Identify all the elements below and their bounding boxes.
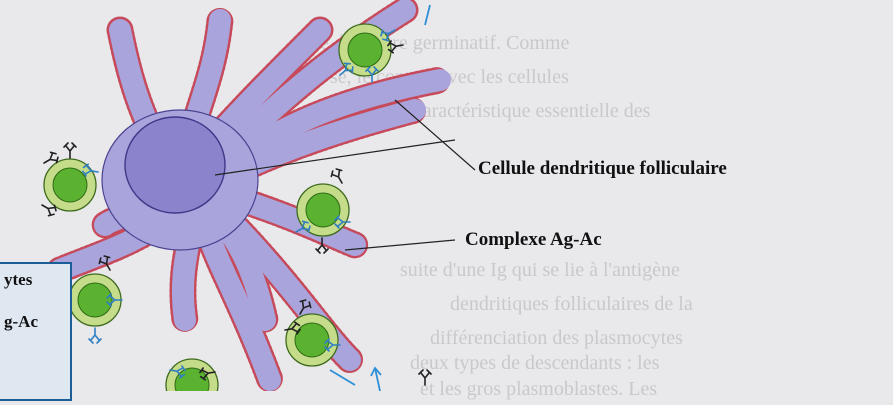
fdc-cell-body <box>102 110 258 250</box>
fdc-nucleus <box>125 117 225 213</box>
lymphocyte <box>339 24 391 76</box>
lymphocyte <box>166 359 218 391</box>
fdc-leader-line <box>395 100 475 170</box>
legend-box: ytes g-Ac <box>0 262 72 401</box>
fdc-diagram <box>0 0 893 391</box>
legend-box-line1: ytes <box>4 270 32 290</box>
arrow <box>371 368 381 391</box>
fdc-label: Cellule dendritique folliculaire <box>478 158 727 180</box>
lymphocyte <box>286 314 338 366</box>
arrow <box>425 5 430 25</box>
lymphocyte <box>69 274 121 326</box>
complex-label: Complexe Ag-Ac <box>465 229 602 251</box>
legend-box-line2: g-Ac <box>4 312 38 332</box>
